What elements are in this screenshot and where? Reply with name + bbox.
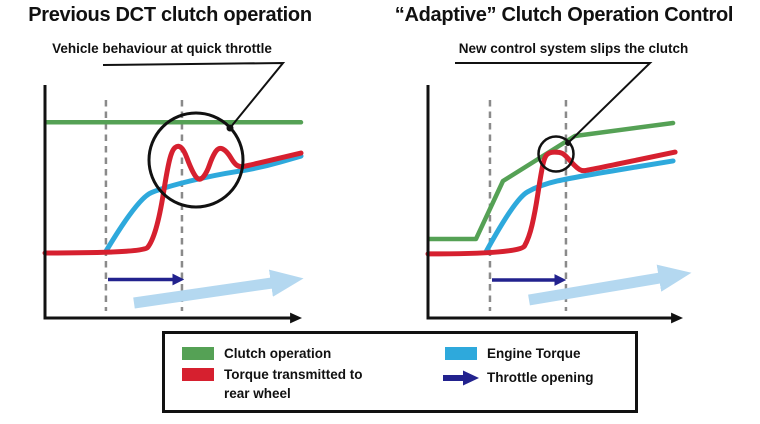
previous-dct-torque-rear-wheel-line bbox=[42, 143, 304, 256]
adaptive-highlight-circle bbox=[537, 135, 575, 173]
adaptive-throttle-trend-arrow bbox=[528, 264, 692, 306]
adaptive-engine-torque-line bbox=[483, 158, 676, 255]
previous-dct-pointer-dot bbox=[226, 124, 234, 132]
adaptive-pointer-dot bbox=[565, 140, 571, 146]
panel-title-adaptive: “Adaptive” Clutch Operation Control bbox=[394, 4, 734, 26]
legend-box: Clutch operation Torque transmitted to r… bbox=[162, 331, 638, 413]
previous-dct-engine-torque-line bbox=[103, 153, 304, 253]
previous-dct-highlight-circle bbox=[147, 111, 245, 209]
adaptive-torque-rear-wheel-line bbox=[425, 149, 678, 257]
legend-label-throttle-opening: Throttle opening bbox=[487, 370, 594, 385]
adaptive-clutch-operation-line bbox=[426, 120, 676, 242]
clutch-operation-swatch bbox=[182, 347, 214, 360]
torque-rear-wheel-swatch bbox=[182, 368, 214, 381]
throttle-opening-icon bbox=[442, 370, 480, 386]
previous-dct-throttle-trend-arrow bbox=[133, 269, 304, 309]
legend-label-clutch-operation: Clutch operation bbox=[224, 346, 332, 361]
panel-subtitle-previous: Vehicle behaviour at quick throttle bbox=[52, 41, 272, 56]
legend-label-torque-rear-wheel: Torque transmitted to rear wheel bbox=[224, 367, 363, 401]
previous-dct-pointer-line bbox=[102, 61, 286, 129]
panel-title-previous: Previous DCT clutch operation bbox=[28, 4, 312, 26]
adaptive-pointer-line bbox=[455, 62, 653, 144]
panel-subtitle-adaptive: New control system slips the clutch bbox=[458, 41, 689, 56]
engine-torque-swatch bbox=[445, 347, 477, 360]
legend-label-engine-torque: Engine Torque bbox=[487, 346, 581, 361]
